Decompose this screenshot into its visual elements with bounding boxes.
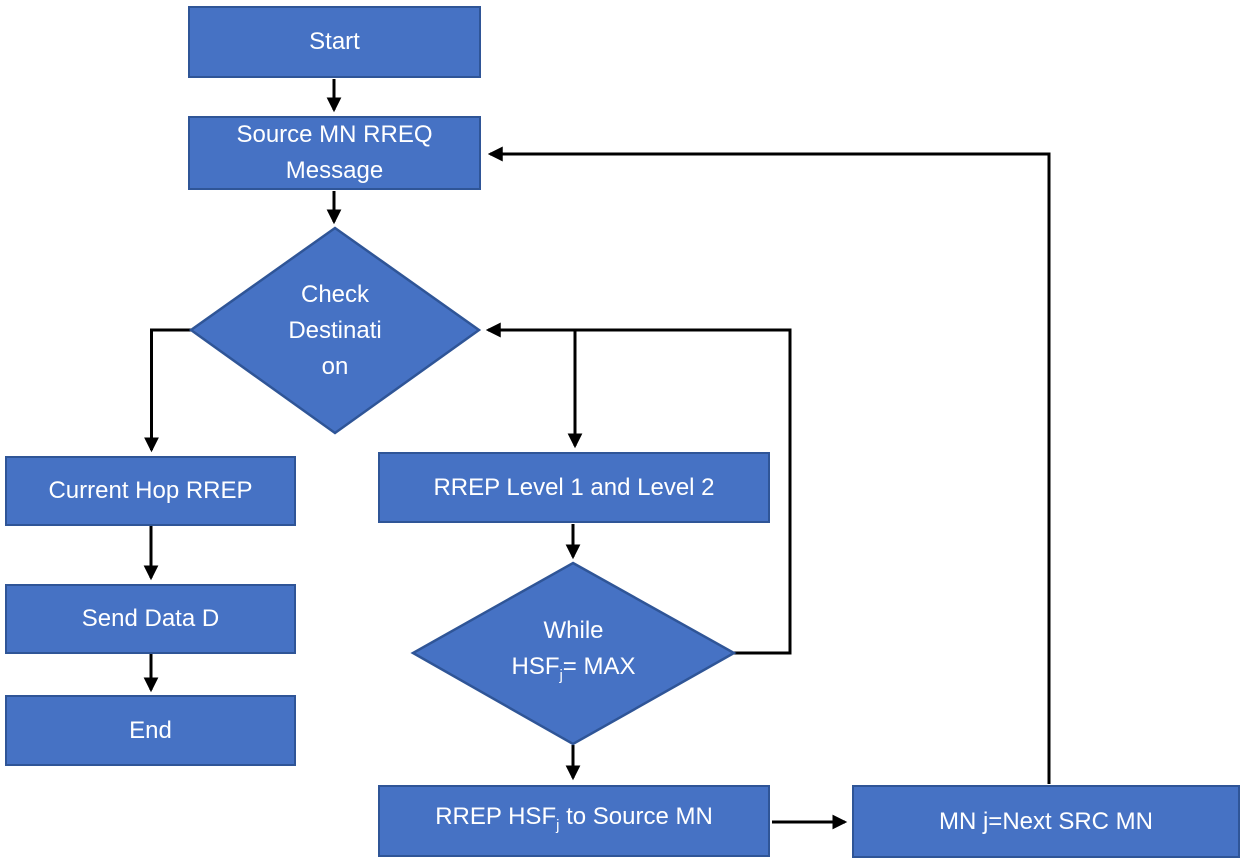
rrep-hsf-subscript: j	[556, 817, 559, 833]
start-node: Start	[188, 6, 481, 78]
rrep-hsf-label-pre: RREP HSF	[435, 802, 557, 830]
while-hsf-diamond	[410, 561, 737, 746]
arrow-while-loop-to-check	[485, 322, 792, 655]
current-hop-node: Current Hop RREP	[5, 456, 296, 526]
source-rreq-node: Source MN RREQ Message	[188, 116, 481, 190]
rrep-hsf-label-post: to Source MN	[559, 802, 713, 830]
start-label: Start	[309, 28, 360, 55]
rrep-hsf-node: RREP HSFj to Source MN	[378, 785, 770, 857]
end-label: End	[129, 716, 172, 744]
source-rreq-label-line2: Message	[285, 157, 384, 184]
rrep-hsf-label: RREP HSFj to Source MN	[380, 799, 768, 844]
rrep-levels-label: RREP Level 1 and Level 2	[433, 473, 715, 501]
send-data-node: Send Data D	[5, 584, 296, 654]
rrep-levels-node: RREP Level 1 and Level 2	[378, 452, 770, 523]
arrow-mnnext-loop-to-source	[487, 146, 1051, 784]
rrep-hsf-subscript-text: j	[556, 817, 560, 834]
send-data-label: Send Data D	[81, 605, 220, 632]
check-destination-diamond	[188, 226, 482, 435]
mn-next-label: MN j=Next SRC MN	[938, 807, 1154, 835]
end-node: End	[5, 695, 296, 766]
current-hop-label: Current Hop RREP	[48, 477, 253, 504]
arrow-check-to-currenthop	[144, 328, 192, 453]
mn-next-node: MN j=Next SRC MN	[852, 785, 1240, 858]
source-rreq-label-line1: Source MN RREQ	[236, 121, 433, 148]
